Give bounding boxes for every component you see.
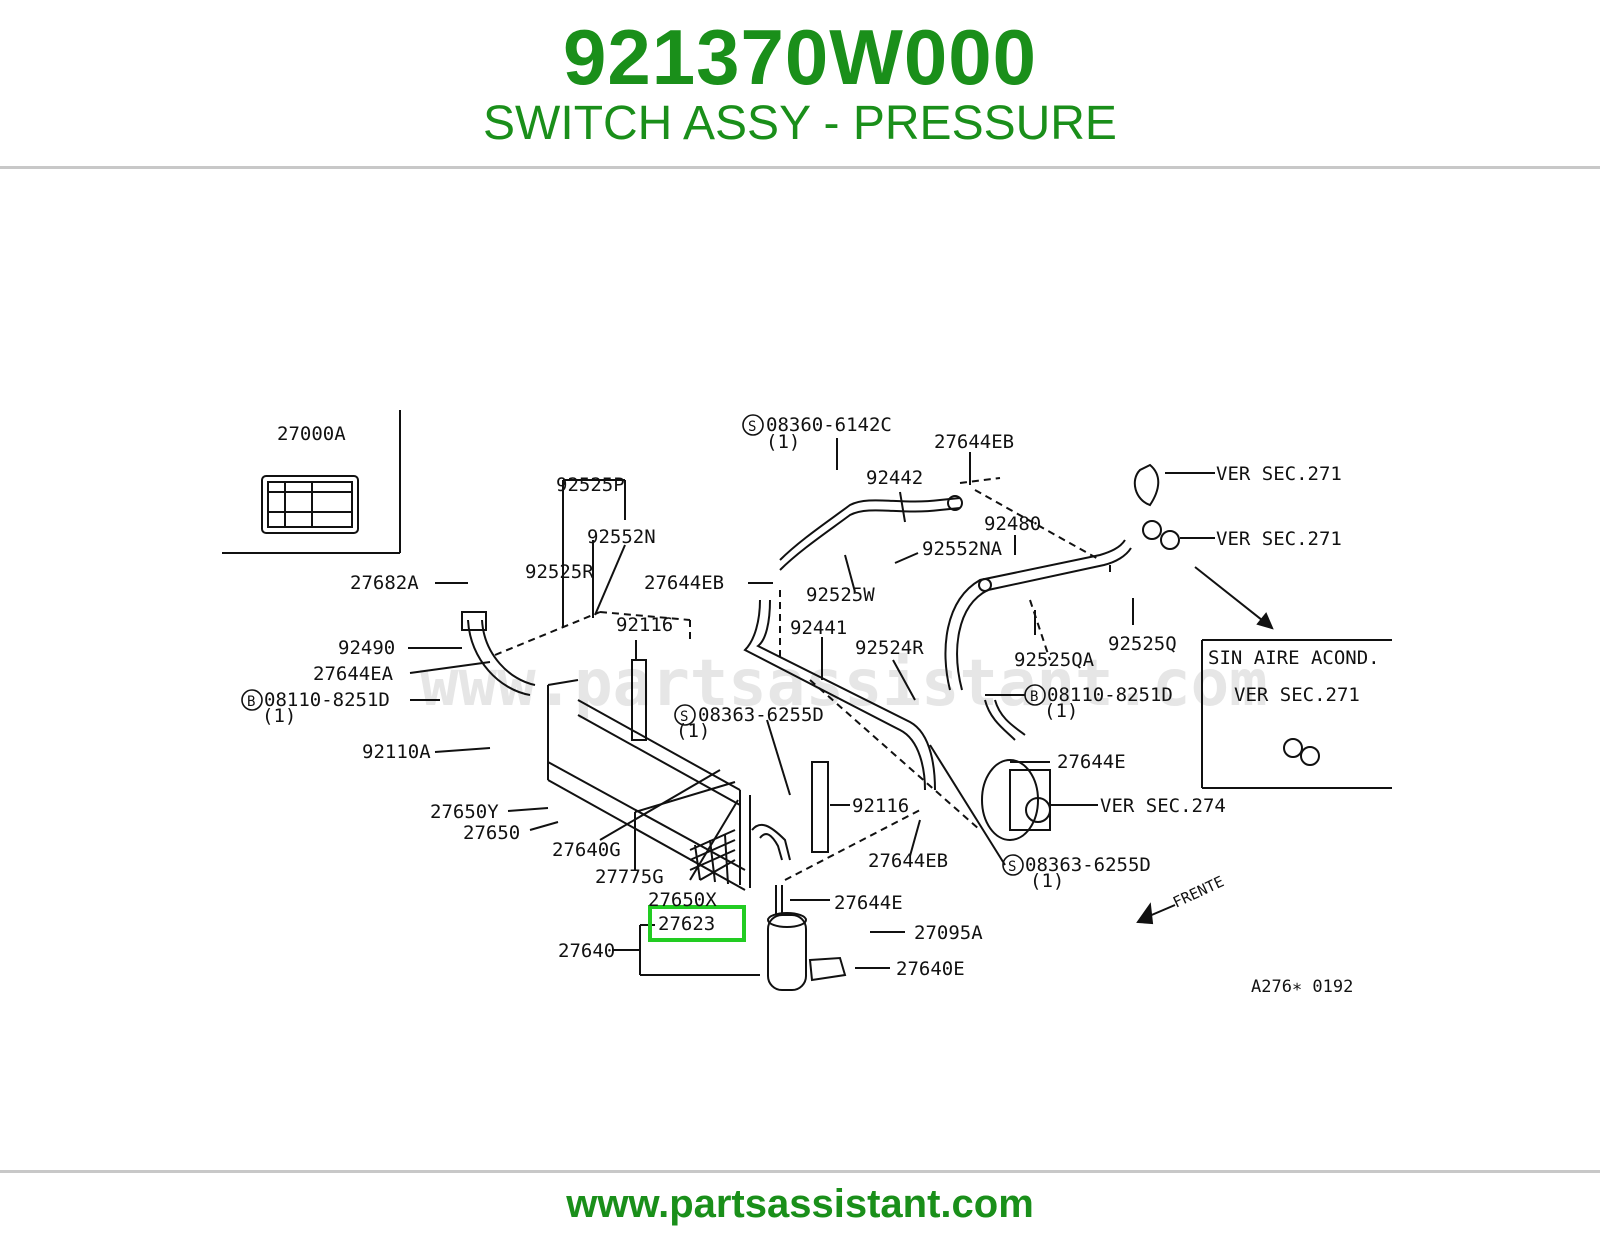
inset-reference: VER SEC.271 (1234, 684, 1360, 706)
label-27644EB: 27644EB (934, 431, 1014, 453)
label-27650Y: 27650Y (430, 801, 499, 823)
label-92524R: 92524R (855, 637, 924, 659)
label-qty: (1) (1030, 870, 1064, 892)
part-number-title: 921370W000 (562, 13, 1038, 101)
footer-divider (0, 1170, 1600, 1173)
label-27650X: 27650X (648, 889, 717, 911)
circle-b-letter: B (247, 694, 255, 710)
diagram-code: A276∗ 0192 (1251, 977, 1353, 997)
label-92441: 92441 (790, 617, 847, 639)
label-92110A: 92110A (362, 741, 431, 763)
label-92525P: 92525P (556, 474, 625, 496)
highlight-box (648, 905, 746, 942)
label-ver-sec-271: VER SEC.271 (1216, 528, 1342, 550)
label-92525Q: 92525Q (1108, 633, 1177, 655)
label-27644EB: 27644EB (644, 572, 724, 594)
circle-s-letter: S (1008, 859, 1016, 875)
label-27000A: 27000A (277, 423, 346, 445)
label-27644EB: 27644EB (868, 850, 948, 872)
label-qty: (1) (676, 720, 710, 742)
label-92116: 92116 (852, 795, 909, 817)
diagram-area (180, 330, 1416, 1010)
label-27623-highlighted: 27623 (658, 913, 715, 935)
circle-b-letter: B (1030, 689, 1038, 705)
label-27650: 27650 (463, 822, 520, 844)
header-divider (0, 166, 1600, 169)
label-ver-sec-271: VER SEC.271 (1216, 463, 1342, 485)
label-27095A: 27095A (914, 922, 983, 944)
footer-website-link[interactable]: www.partsassistant.com (566, 1182, 1034, 1226)
label-27644E: 27644E (834, 892, 903, 914)
label-27640G: 27640G (552, 839, 621, 861)
label-qty: (1) (262, 705, 296, 727)
circle-markers (241, 414, 1046, 876)
watermark-text: www.partsassistant.com (420, 647, 1268, 721)
label-qty: (1) (1044, 700, 1078, 722)
label-27644E: 27644E (1057, 751, 1126, 773)
label-92525R: 92525R (525, 561, 594, 583)
label-27640E: 27640E (896, 958, 965, 980)
label-27775G: 27775G (595, 866, 664, 888)
label-08363-6255D: 08363-6255D (698, 704, 824, 726)
label-08110-8251D: 08110-8251D (264, 689, 390, 711)
label-92552N: 92552N (587, 526, 656, 548)
diagram-linework (222, 410, 1392, 991)
label-92490: 92490 (338, 637, 395, 659)
label-27640: 27640 (558, 940, 615, 962)
label-08110-8251D: 08110-8251D (1047, 684, 1173, 706)
label-92552NA: 92552NA (922, 538, 1003, 560)
label-27644EA: 27644EA (313, 663, 394, 685)
label-ver-sec-274: VER SEC.274 (1100, 795, 1226, 817)
circle-s-letter: S (680, 709, 688, 725)
label-92116: 92116 (616, 614, 673, 636)
label-92525QA: 92525QA (1014, 649, 1095, 671)
label-92442: 92442 (866, 467, 923, 489)
part-name-subtitle: SWITCH ASSY - PRESSURE (483, 97, 1117, 150)
circle-s-letter: S (748, 419, 756, 435)
label-08363-6255D: 08363-6255D (1025, 854, 1151, 876)
label-27682A: 27682A (350, 572, 419, 594)
label-92525W: 92525W (806, 584, 875, 606)
label-92480: 92480 (984, 513, 1041, 535)
label-qty: (1) (766, 431, 800, 453)
inset-title: SIN AIRE ACOND. (1208, 647, 1380, 669)
label-08360-6142C: 08360-6142C (766, 414, 892, 436)
